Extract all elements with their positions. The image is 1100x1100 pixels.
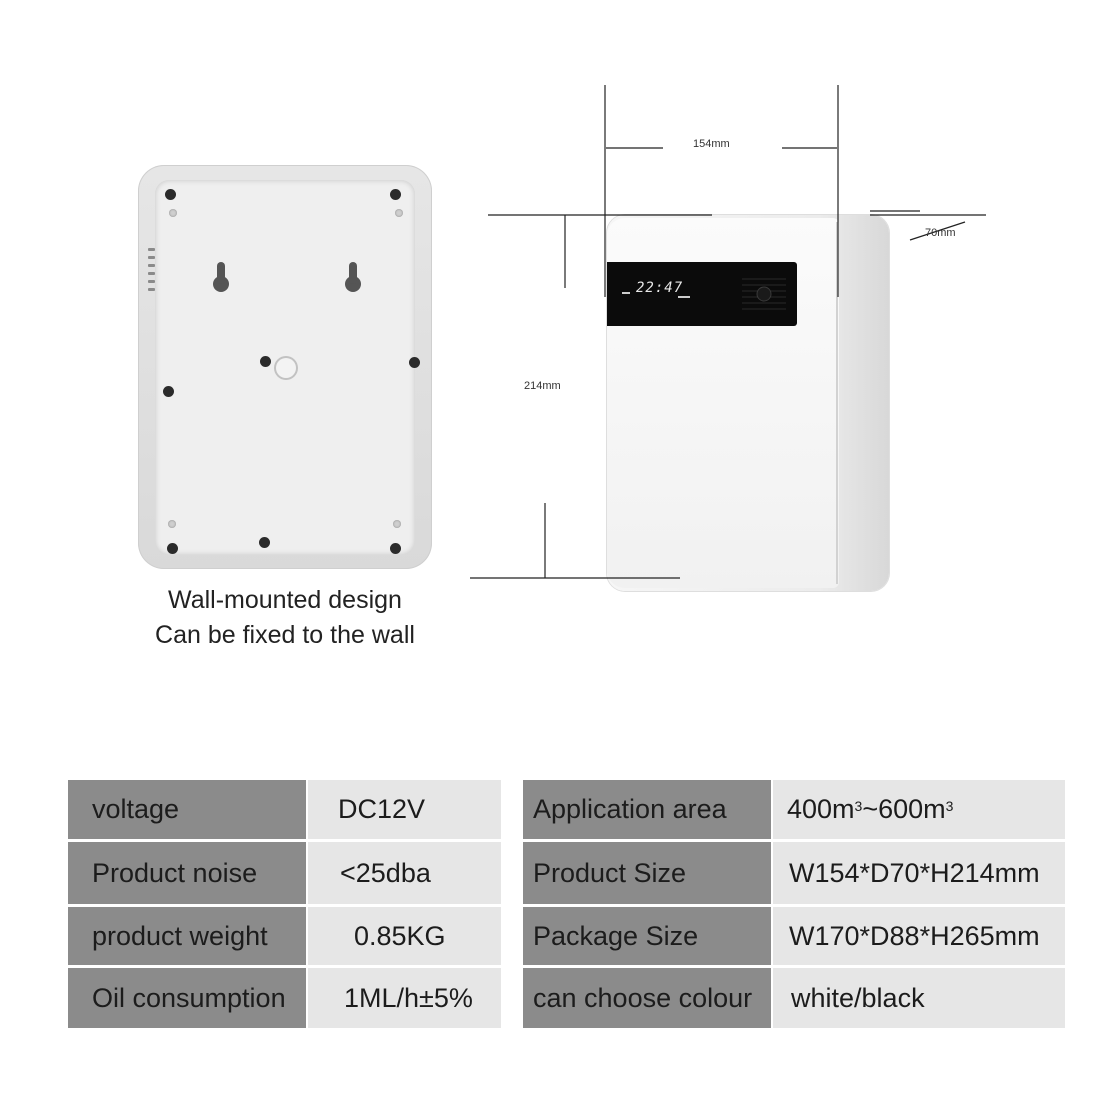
pin-icon (168, 520, 176, 528)
display-clock: 22:47 (636, 280, 684, 296)
speaker-grille-icon (742, 278, 786, 310)
spec-value: 1ML/h±5% (308, 968, 501, 1028)
area-min: 400m (787, 794, 855, 824)
display-indicator (622, 292, 630, 294)
caption-line-1: Wall-mounted design (168, 586, 402, 614)
unit-superscript: 3 (945, 797, 954, 814)
screw-hole-icon (409, 357, 420, 368)
display-indicator (678, 296, 690, 298)
spec-label: Application area (523, 780, 771, 839)
vent-slot (148, 272, 155, 275)
height-dimension-label: 214mm (524, 380, 561, 392)
screw-hole-icon (259, 537, 270, 548)
device-edge (836, 222, 838, 584)
keyhole-icon (345, 262, 361, 292)
screw-hole-icon (165, 189, 176, 200)
vent-slot (148, 264, 155, 267)
screw-hole-icon (167, 543, 178, 554)
spec-label: Oil consumption (68, 968, 306, 1028)
vent-slot (148, 248, 155, 251)
spec-value: <25dba (308, 842, 501, 904)
spec-label: Product Size (523, 842, 771, 904)
vent-slot (148, 256, 155, 259)
screw-hole-icon (390, 543, 401, 554)
screw-hole-icon (390, 189, 401, 200)
vent-slot (148, 280, 155, 283)
center-button-icon (276, 358, 296, 378)
spec-value: white/black (773, 968, 1065, 1028)
vent-slot (148, 288, 155, 291)
spec-value: W170*D88*H265mm (773, 907, 1065, 965)
pin-icon (393, 520, 401, 528)
dimension-lines (470, 85, 986, 579)
spec-label: voltage (68, 780, 306, 839)
keyhole-icon (213, 262, 229, 292)
screw-hole-icon (163, 386, 174, 397)
unit-superscript: 3 (854, 797, 863, 814)
spec-label: can choose colour (523, 968, 771, 1028)
spec-value: 0.85KG (308, 907, 501, 965)
pin-icon (169, 209, 177, 217)
spec-value: W154*D70*H214mm (773, 842, 1065, 904)
screw-hole-icon (260, 356, 271, 367)
spec-label: Package Size (523, 907, 771, 965)
spec-value: DC12V (308, 780, 501, 839)
pin-icon (395, 209, 403, 217)
width-dimension-label: 154mm (693, 138, 730, 150)
caption-line-2: Can be fixed to the wall (155, 621, 415, 649)
depth-dimension-label: 70mm (925, 227, 956, 239)
spec-label: product weight (68, 907, 306, 965)
spec-label: Product noise (68, 842, 306, 904)
area-max: ~600m (862, 794, 946, 824)
